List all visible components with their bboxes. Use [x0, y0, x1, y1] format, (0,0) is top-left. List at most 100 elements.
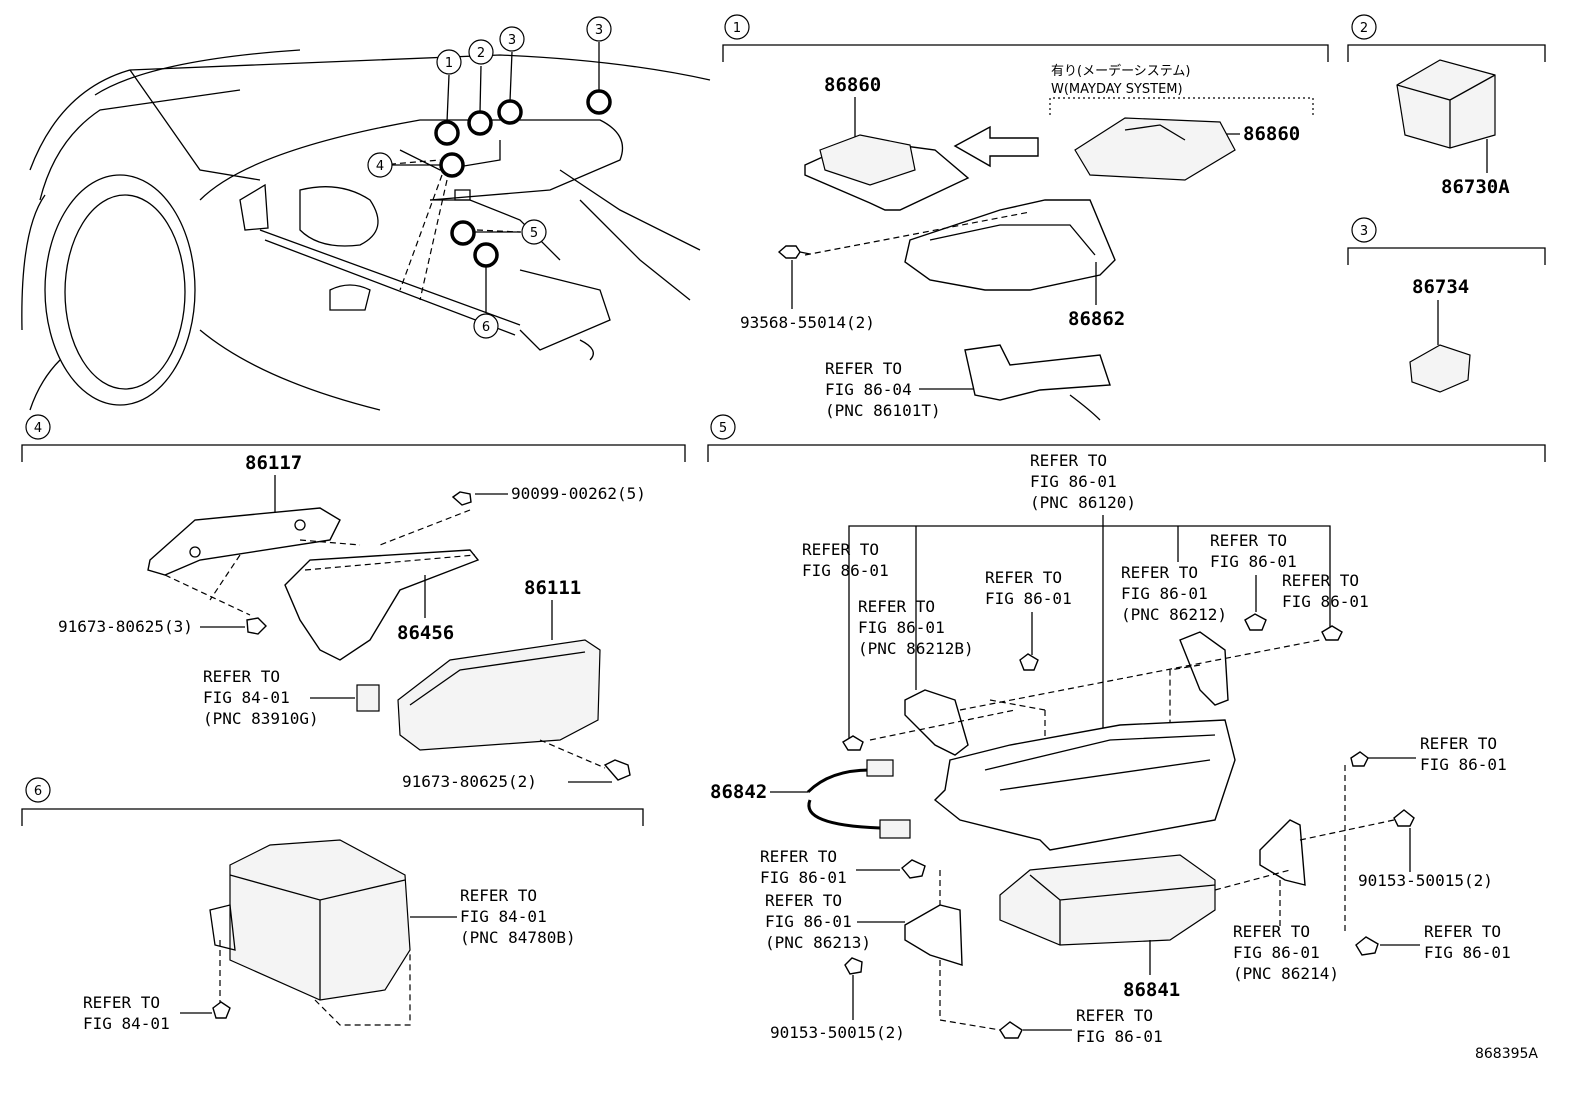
sec5-refer6-line1[interactable]: REFER TO [1282, 571, 1359, 590]
screw-93568 [777, 245, 801, 259]
sec5-refer7-line1[interactable]: REFER TO [1420, 734, 1497, 753]
sec5-refer11-line1[interactable]: REFER TO [1424, 922, 1501, 941]
part-86841[interactable]: 86841 [1123, 979, 1180, 1001]
sec5-top-refer-line1[interactable]: REFER TO [1030, 451, 1107, 470]
section-4-marker[interactable]: 4 [34, 421, 42, 436]
screw-90153-a [844, 957, 863, 975]
section-4: 4 86117 90099-00262(5) 86456 91673-80625… [21, 414, 686, 791]
sec5-refer12-line2[interactable]: FIG 86-01 [1076, 1027, 1163, 1046]
sec4-refer-line3[interactable]: (PNC 83910G) [203, 709, 319, 728]
sec1-refer-line3[interactable]: (PNC 86101T) [825, 401, 941, 420]
section-6-marker[interactable]: 6 [34, 784, 42, 799]
overview-marker-6[interactable]: 6 [482, 320, 490, 335]
screw-91673-2-label[interactable]: 91673-80625(2) [402, 772, 537, 791]
sec1-refer-line2[interactable]: FIG 86-04 [825, 380, 912, 399]
overview-marker-5[interactable]: 5 [530, 226, 538, 241]
bracket-86117 [147, 507, 341, 576]
screw-90153-a-label[interactable]: 90153-50015(2) [770, 1023, 905, 1042]
sec5-refer12-line1[interactable]: REFER TO [1076, 1006, 1153, 1025]
sec5-refer3-line2[interactable]: FIG 86-01 [985, 589, 1072, 608]
part-86730a[interactable]: 86730A [1441, 176, 1510, 198]
sec5-refer3-line1[interactable]: REFER TO [985, 568, 1062, 587]
sec5-refer8-line1[interactable]: REFER TO [760, 847, 837, 866]
overview-marker-1[interactable]: 1 [445, 56, 453, 71]
bracket-86213 [904, 904, 963, 966]
section-3-marker[interactable]: 3 [1360, 224, 1368, 239]
sec6-refer-a-line2[interactable]: FIG 84-01 [460, 907, 547, 926]
screw-90153-b-label[interactable]: 90153-50015(2) [1358, 871, 1493, 890]
screw-90099 [451, 491, 472, 506]
sec5-refer10-line3[interactable]: (PNC 86214) [1233, 964, 1339, 983]
screw-sec5-d [842, 735, 864, 751]
bracket-86212b [904, 689, 969, 756]
overview-marker-4[interactable]: 4 [376, 159, 384, 174]
sec6-refer-a-line3[interactable]: (PNC 84780B) [460, 928, 576, 947]
harness-86101t [964, 344, 1111, 401]
screw-91673-3 [246, 617, 267, 635]
sec6-refer-b-line1[interactable]: REFER TO [83, 993, 160, 1012]
screw-sec6 [212, 1001, 231, 1019]
sec5-refer9-line1[interactable]: REFER TO [765, 891, 842, 910]
combination-meter-86111 [397, 639, 601, 751]
sec5-refer4-line2[interactable]: FIG 86-01 [1121, 584, 1208, 603]
part-86734[interactable]: 86734 [1412, 276, 1469, 298]
bracket-86862 [904, 199, 1116, 291]
sec4-refer-line1[interactable]: REFER TO [203, 667, 280, 686]
overview-marker-3a[interactable]: 3 [508, 33, 516, 48]
sec5-refer1-line2[interactable]: FIG 86-01 [802, 561, 889, 580]
sec5-refer4-line1[interactable]: REFER TO [1121, 563, 1198, 582]
sec5-refer4-line3[interactable]: (PNC 86212) [1121, 605, 1227, 624]
sec5-refer10-line1[interactable]: REFER TO [1233, 922, 1310, 941]
sec5-refer2-line2[interactable]: FIG 86-01 [858, 618, 945, 637]
screw-sec5-h [999, 1021, 1023, 1039]
screw-sec5-a [1019, 653, 1039, 671]
screw-90099-label[interactable]: 90099-00262(5) [511, 484, 646, 503]
sec4-refer-line2[interactable]: FIG 84-01 [203, 688, 290, 707]
screw-sec5-e [1350, 751, 1369, 767]
section-5-marker[interactable]: 5 [719, 421, 727, 436]
sec5-refer9-line2[interactable]: FIG 86-01 [765, 912, 852, 931]
sec5-refer5-line1[interactable]: REFER TO [1210, 531, 1287, 550]
sec5-refer7-line2[interactable]: FIG 86-01 [1420, 755, 1507, 774]
sec5-top-refer-line2[interactable]: FIG 86-01 [1030, 472, 1117, 491]
sec5-refer9-line3[interactable]: (PNC 86213) [765, 933, 871, 952]
section-1-marker[interactable]: 1 [733, 21, 741, 36]
screw-sec5-c [1321, 625, 1343, 641]
mayday-jp-label: 有り(メーデーシステム) [1051, 63, 1191, 79]
screw-90153-b [1393, 809, 1415, 827]
switch-83910g [356, 684, 380, 712]
connector-86842-b [879, 819, 911, 839]
part-86456[interactable]: 86456 [397, 622, 454, 644]
part-86860-b[interactable]: 86860 [1243, 123, 1300, 145]
section-6: 6 REFER TO FIG 84-01 (PNC 84780B) REFER … [21, 777, 644, 1033]
part-86860-a[interactable]: 86860 [824, 74, 881, 96]
section-2-marker[interactable]: 2 [1360, 21, 1368, 36]
part-86111[interactable]: 86111 [524, 577, 581, 599]
overview-marker-3b[interactable]: 3 [595, 23, 603, 38]
sec5-refer5-line2[interactable]: FIG 86-01 [1210, 552, 1297, 571]
screw-91673-2 [603, 759, 631, 781]
sec5-refer11-line2[interactable]: FIG 86-01 [1424, 943, 1511, 962]
part-86842[interactable]: 86842 [710, 781, 767, 803]
sec5-refer8-line2[interactable]: FIG 86-01 [760, 868, 847, 887]
part-86117[interactable]: 86117 [245, 452, 302, 474]
sec5-refer2-line3[interactable]: (PNC 86212B) [858, 639, 974, 658]
display-unit-86120 [933, 719, 1236, 851]
screw-91673-3-label[interactable]: 91673-80625(3) [58, 617, 193, 636]
part-86730a-body [1396, 59, 1496, 149]
sec5-refer2-line1[interactable]: REFER TO [858, 597, 935, 616]
replacement-arrow [953, 125, 1039, 168]
sec6-refer-a-line1[interactable]: REFER TO [460, 886, 537, 905]
sec1-refer-line1[interactable]: REFER TO [825, 359, 902, 378]
sec5-refer10-line2[interactable]: FIG 86-01 [1233, 943, 1320, 962]
part-86862[interactable]: 86862 [1068, 308, 1125, 330]
sec5-top-refer-line3[interactable]: (PNC 86120) [1030, 493, 1136, 512]
connector-86842-a [866, 759, 894, 777]
sec5-refer1-line1[interactable]: REFER TO [802, 540, 879, 559]
screw-sec5-b [1244, 613, 1267, 631]
screw-93568-label[interactable]: 93568-55014(2) [740, 313, 875, 332]
sec6-refer-b-line2[interactable]: FIG 84-01 [83, 1014, 170, 1033]
mayday-unit-b [1074, 117, 1236, 181]
sec5-refer6-line2[interactable]: FIG 86-01 [1282, 592, 1369, 611]
overview-marker-2[interactable]: 2 [477, 46, 485, 61]
